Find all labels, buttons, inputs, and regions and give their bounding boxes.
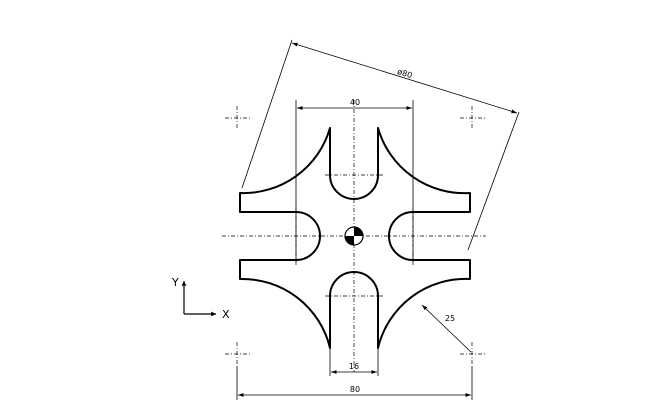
dimension-width-bottom: 80 — [236, 366, 473, 400]
axis-label-x: X — [222, 308, 230, 321]
dimension-label-40: 40 — [350, 98, 360, 107]
corner-crosshair-top-right — [460, 106, 485, 130]
corner-crosshair-bottom-left — [225, 342, 250, 366]
dimension-label-16: 16 — [349, 362, 359, 371]
dimension-radius: 25 — [421, 304, 472, 353]
dimension-label-25: 25 — [445, 314, 455, 323]
coordinate-axes-icon: Y X — [171, 276, 230, 321]
dimension-label-diameter-80: ø80 — [396, 67, 413, 80]
corner-crosshair-top-left — [225, 106, 250, 130]
dimension-diagonal: ø80 — [241, 39, 520, 251]
dimension-slot-width: 16 — [329, 348, 379, 376]
dimension-label-80: 80 — [350, 385, 360, 394]
center-of-gravity-symbol — [344, 226, 364, 246]
axis-label-y: Y — [171, 276, 179, 289]
corner-crosshair-bottom-right — [460, 342, 485, 366]
